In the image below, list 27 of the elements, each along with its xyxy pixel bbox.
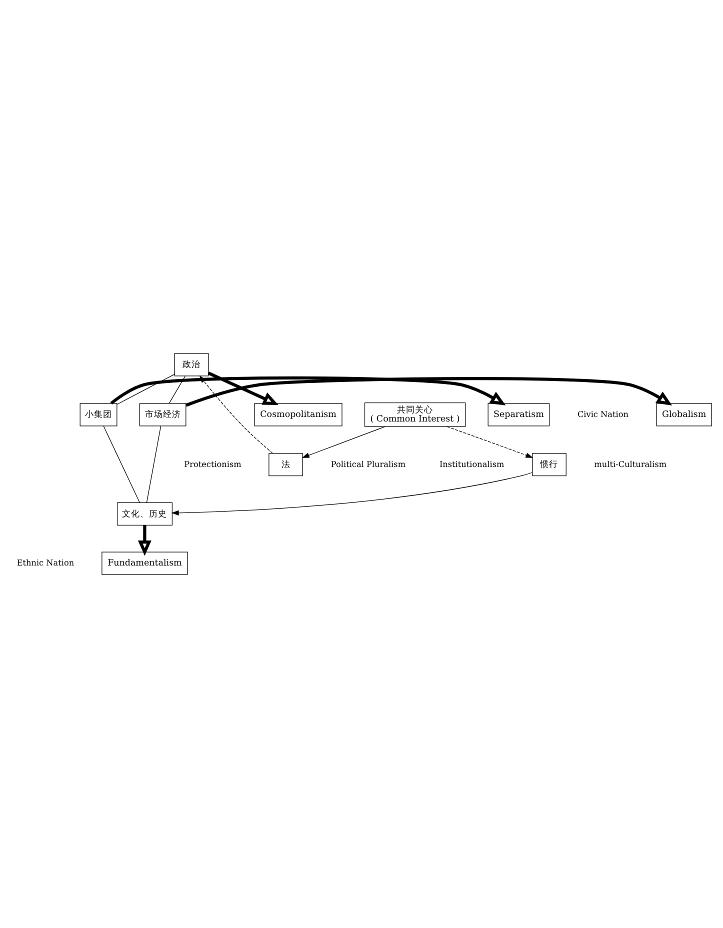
label: multi-Culturalism bbox=[594, 458, 667, 469]
label: Ethnic Nation bbox=[16, 557, 74, 568]
node-box: 惯行 bbox=[532, 453, 566, 476]
arrow bbox=[171, 472, 533, 516]
connector bbox=[103, 426, 140, 503]
node-box: 法 bbox=[268, 453, 303, 476]
connector bbox=[146, 426, 162, 503]
node-box: Separatism bbox=[488, 403, 550, 426]
node-box: 文化、历史 bbox=[116, 502, 172, 526]
connector bbox=[168, 376, 186, 404]
node-box: Globalism bbox=[656, 403, 712, 426]
label: Political Pluralism bbox=[330, 458, 406, 469]
node-box: 市场经济 bbox=[139, 403, 186, 426]
arrow bbox=[302, 426, 386, 458]
node-box: 政治 bbox=[174, 353, 209, 376]
label: Civic Nation bbox=[577, 408, 628, 419]
arrow bbox=[446, 426, 534, 458]
node-box: 小集团 bbox=[80, 403, 118, 426]
node-box: 共同关心 ( Common Interest ) bbox=[364, 402, 466, 427]
arrow bbox=[186, 377, 672, 407]
label: Protectionism bbox=[184, 458, 242, 469]
connector bbox=[116, 374, 175, 405]
label: Institutionalism bbox=[439, 458, 504, 469]
arrow bbox=[138, 525, 152, 556]
arrow bbox=[208, 372, 278, 405]
node-box: Fundamentalism bbox=[102, 552, 188, 575]
node-box: Cosmopolitanism bbox=[254, 403, 342, 426]
